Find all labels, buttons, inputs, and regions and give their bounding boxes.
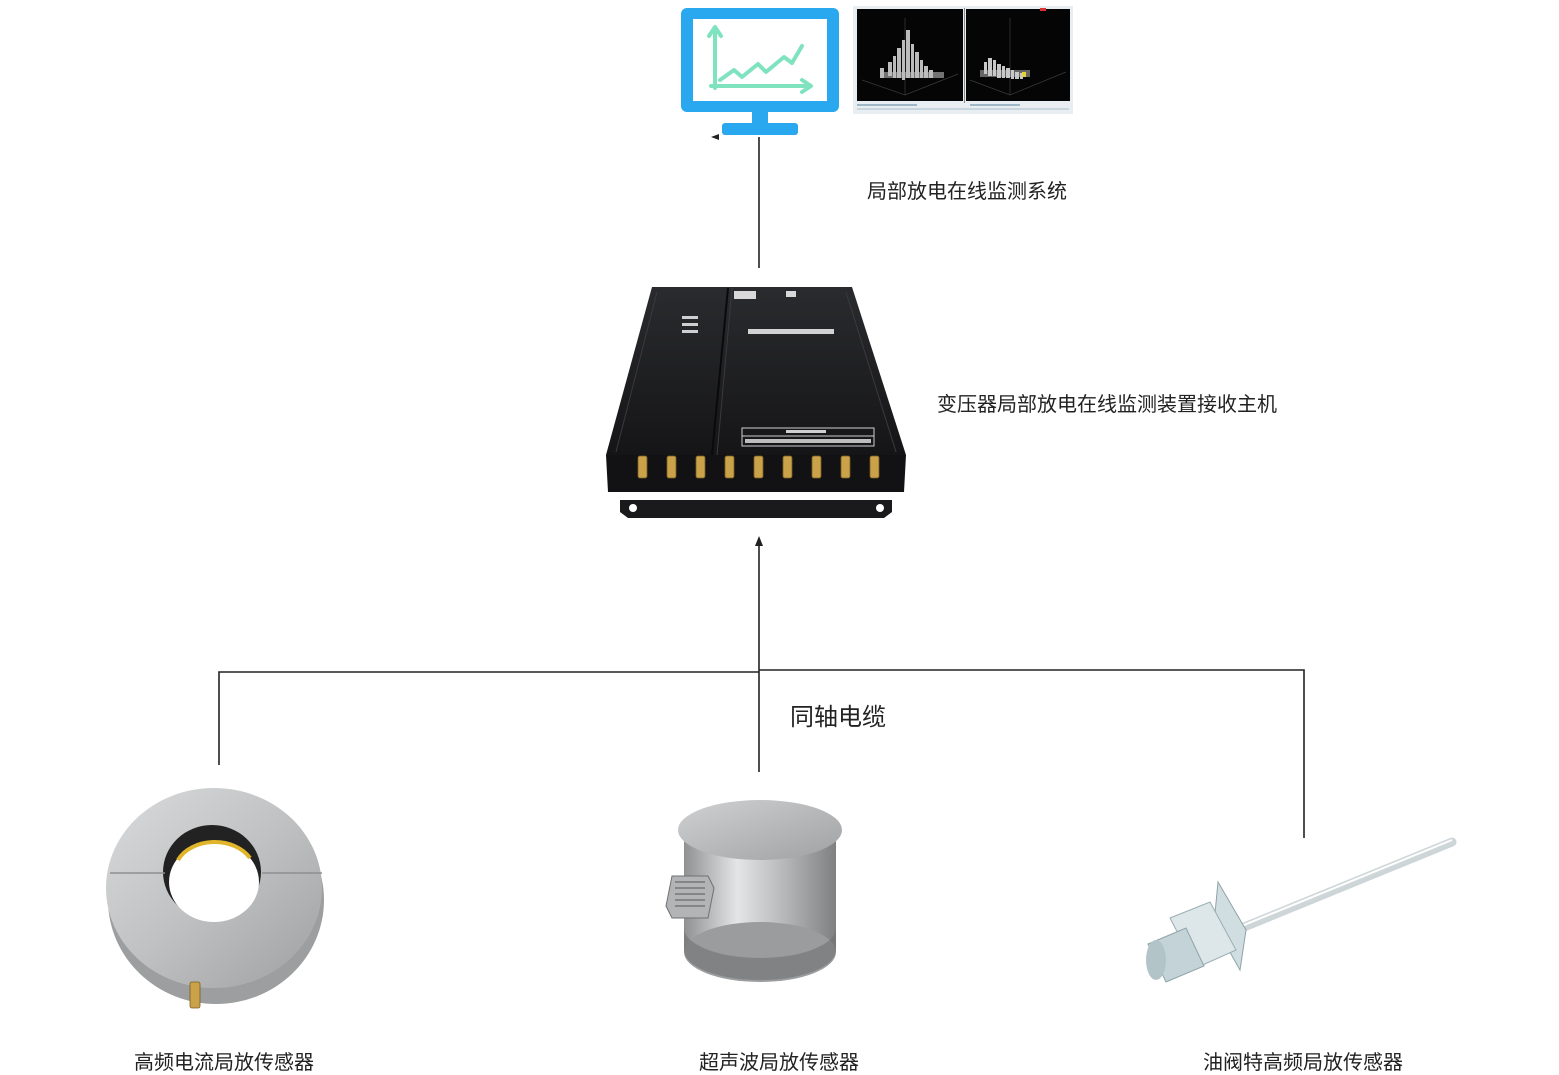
coaxial-cable-label: 同轴电缆 bbox=[790, 703, 886, 731]
hfct-ring-sensor bbox=[106, 788, 324, 1009]
rf-connectors bbox=[637, 455, 880, 479]
oil-valve-uhf-probe bbox=[1146, 837, 1457, 983]
monitor-chart-icon bbox=[681, 8, 839, 135]
connection-lines bbox=[218, 137, 1305, 838]
ultrasonic-sensor-label: 超声波局放传感器 bbox=[699, 1050, 859, 1074]
hfct-sensor-label: 高频电流局放传感器 bbox=[134, 1050, 314, 1074]
arrow-left-icon bbox=[711, 134, 719, 140]
receiver-device bbox=[606, 287, 906, 518]
ultrasonic-cylinder-sensor bbox=[665, 800, 842, 982]
left-branch-line bbox=[218, 671, 759, 765]
software-screenshot bbox=[853, 6, 1073, 114]
monitoring-system-label: 局部放电在线监测系统 bbox=[867, 179, 1067, 203]
arrow-up-icon bbox=[755, 536, 763, 546]
oil-valve-sensor-label: 油阀特高频局放传感器 bbox=[1203, 1050, 1403, 1074]
right-branch-line bbox=[759, 669, 1305, 838]
receiver-host-label: 变压器局部放电在线监测装置接收主机 bbox=[937, 392, 1277, 416]
